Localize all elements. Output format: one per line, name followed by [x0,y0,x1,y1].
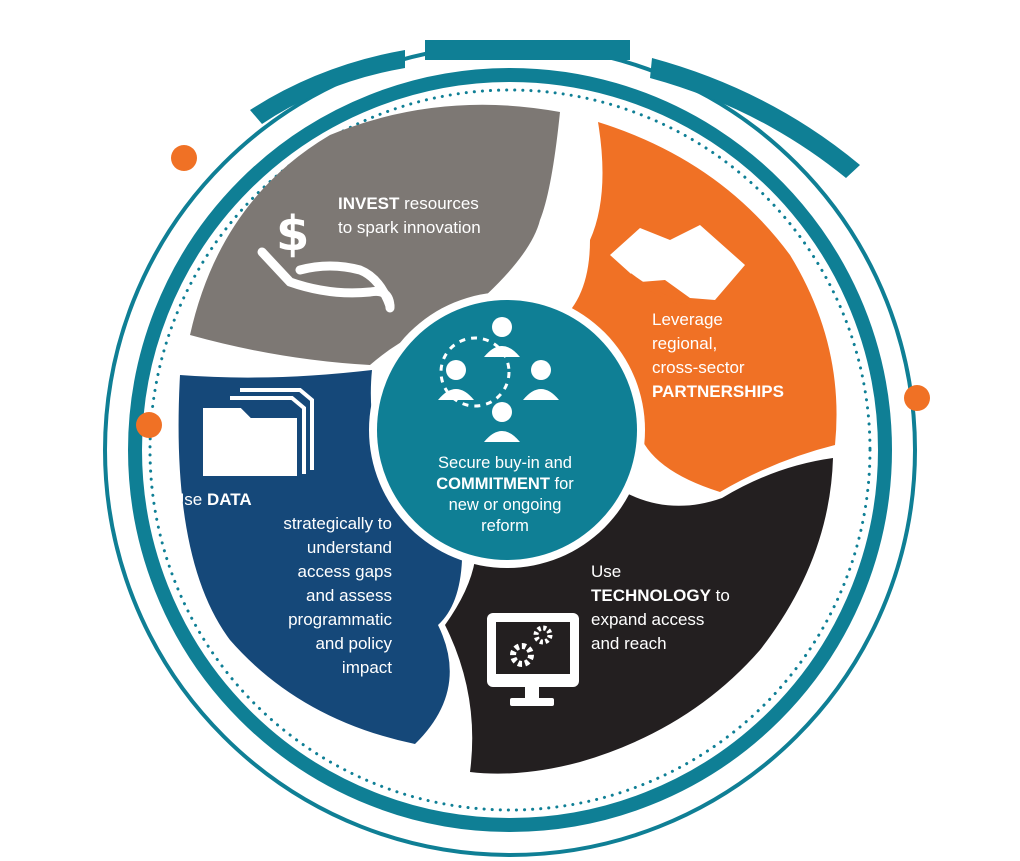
monitor-gears-icon [487,613,579,706]
outer-thick-ring [128,68,892,832]
segment-partnerships [555,122,837,492]
hand-dollar-icon: $ [257,206,395,313]
people-network-icon [438,317,559,442]
invest-label: INVEST resources to spark innovation [338,194,481,237]
handshake-icon [610,225,745,305]
data-label: Use DATA strategically to understand acc… [172,490,392,677]
dotted-ring [148,88,872,812]
folders-icon [203,388,314,476]
center-label: Secure buy-in and COMMITMENT for new or … [436,454,574,535]
orange-dot-top-left [171,145,197,171]
partnerships-label: Leverage regional, cross-sector PARTNERS… [652,310,784,401]
segment-technology [445,458,833,774]
svg-text:$: $ [276,206,309,262]
top-arc-bars [250,40,860,178]
orange-dot-right [904,385,930,411]
orange-dot-left [136,412,162,438]
technology-label: Use TECHNOLOGY to expand access and reac… [591,562,730,653]
